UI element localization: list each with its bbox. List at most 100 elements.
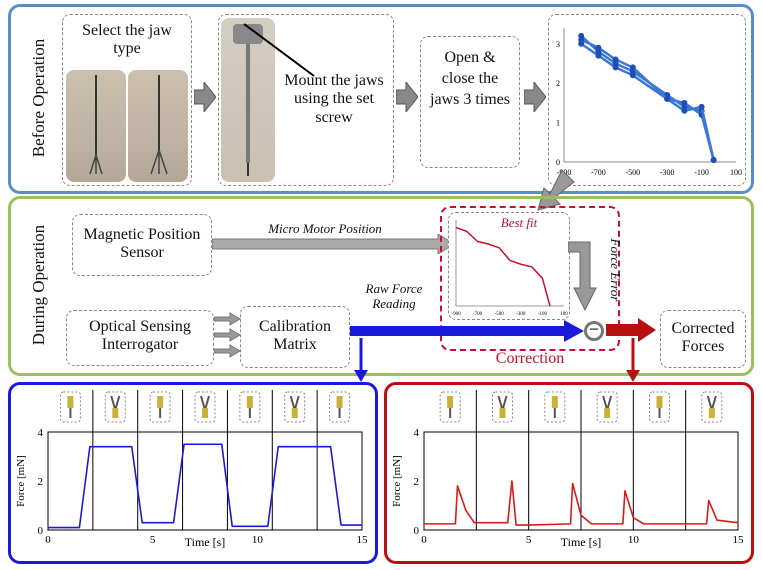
data-point [612,64,619,71]
plot-frame [47,431,363,531]
y-tick-label: 2 [38,476,44,488]
magnetic-sensor-box [72,214,212,276]
force-error-arrow [568,241,597,312]
open-close-box [420,36,520,168]
motor-position-label: Micro Motor Position [268,221,382,236]
raw-force-arrow [350,320,584,342]
data-point [681,107,688,114]
pointer-line [243,23,315,77]
jaw-closed-icon [246,396,253,408]
mount-jaws-text: Mount the jaws using the set screw [284,72,384,126]
y-tick-label: 3 [556,40,560,49]
y-tick-label: 0 [38,525,44,537]
x-tick-label: -300 [660,168,675,177]
force-line [424,480,739,526]
series-line-1 [580,38,715,161]
y-tick-label: 0 [556,158,560,167]
arrow-1 [194,82,216,112]
optical-interrogator-box [66,310,214,366]
corrected-force-panel [384,382,754,564]
data-point [664,95,671,102]
x-tick-label: -500 [495,312,505,317]
jaw-closed-icon [551,396,558,408]
arrow-2 [396,82,418,112]
before-operation-label: Before Operation [29,38,48,158]
best-fit-chart-box [448,212,570,320]
during-operation-label: During Operation [29,224,48,346]
x-tick-label: 0 [45,534,51,546]
interrogator-to-matrix-arrows [214,312,241,358]
x-tick-label: -700 [473,312,483,317]
y-axis-label: Force [mN] [391,455,403,507]
x-tick-label: -900 [451,312,461,317]
jaw-body-icon [604,408,611,418]
y-axis-label: Force [mN] [15,455,27,507]
data-point [595,44,602,51]
y-tick-label: 4 [414,427,420,439]
calibration-matrix-text: Calibration Matrix [259,318,331,354]
jaw-body-icon [291,408,298,418]
raw-force-label: Raw Force Reading [365,281,423,311]
jaw-closed-icon [656,396,663,408]
x-tick-label: -500 [625,168,640,177]
x-tick-label: 100 [560,312,568,317]
jaw-tools [89,75,168,175]
data-point [612,56,619,63]
arrow-3 [524,82,546,112]
corrected-forces-box [660,310,746,368]
x-tick-label: 15 [733,534,745,546]
data-point [710,157,717,164]
best-fit-label: Best fit [500,215,538,230]
data-point [629,64,636,71]
data-point [595,52,602,59]
correction-label: Correction [495,350,565,367]
y-tick-label: 2 [556,79,560,88]
x-tick-label: -100 [694,168,709,177]
x-axis-label: Time [s] [185,535,226,549]
data-point [681,99,688,106]
correction-box [440,206,620,351]
x-tick-label: -100 [538,312,548,317]
force-error-label: Force Error [608,238,623,302]
y-tick-label: 1 [556,119,560,128]
x-tick-label: 5 [526,534,532,546]
x-tick-label: 10 [252,534,264,546]
x-tick-label: 100 [730,168,742,177]
calibration-matrix-box [240,306,350,368]
subtract-symbol: − [588,319,600,339]
y-tick-label: 2 [414,476,420,488]
jaw-body-icon [499,408,506,418]
optical-interrogator-text: Optical Sensing Interrogator [89,318,191,354]
data-point [578,40,585,47]
jaw-body-icon [112,408,119,418]
x-tick-label: -300 [516,312,526,317]
raw-force-panel [8,382,378,564]
jaw-closed-icon [336,396,343,408]
x-tick-label: 15 [357,534,369,546]
open-close-text: Open & close the jaws 3 times [430,49,510,108]
jaw-closed-icon [67,396,74,408]
y-tick-label: 0 [414,525,420,537]
series-line-2 [580,42,715,161]
x-axis-label: Time [s] [561,535,602,549]
corrected-forces-text: Corrected Forces [671,320,735,356]
during-operation-panel [8,196,754,376]
jaw-body-icon [202,408,208,418]
motor-position-arrow [212,234,455,254]
mounted-tool [233,24,263,176]
jaw-body-icon [708,408,715,418]
data-point [698,103,705,110]
jaw-closed-icon [447,396,454,408]
force-line [48,443,362,529]
jaw-closed-icon [157,396,164,408]
magnetic-sensor-text: Magnetic Position Sensor [83,226,201,262]
raw-down-arrow [354,338,368,382]
x-tick-label: 10 [628,534,640,546]
corrected-down-arrow [626,338,640,382]
best-fit-line [455,226,551,307]
corrected-arrow [606,318,656,342]
x-tick-label: 0 [421,534,427,546]
